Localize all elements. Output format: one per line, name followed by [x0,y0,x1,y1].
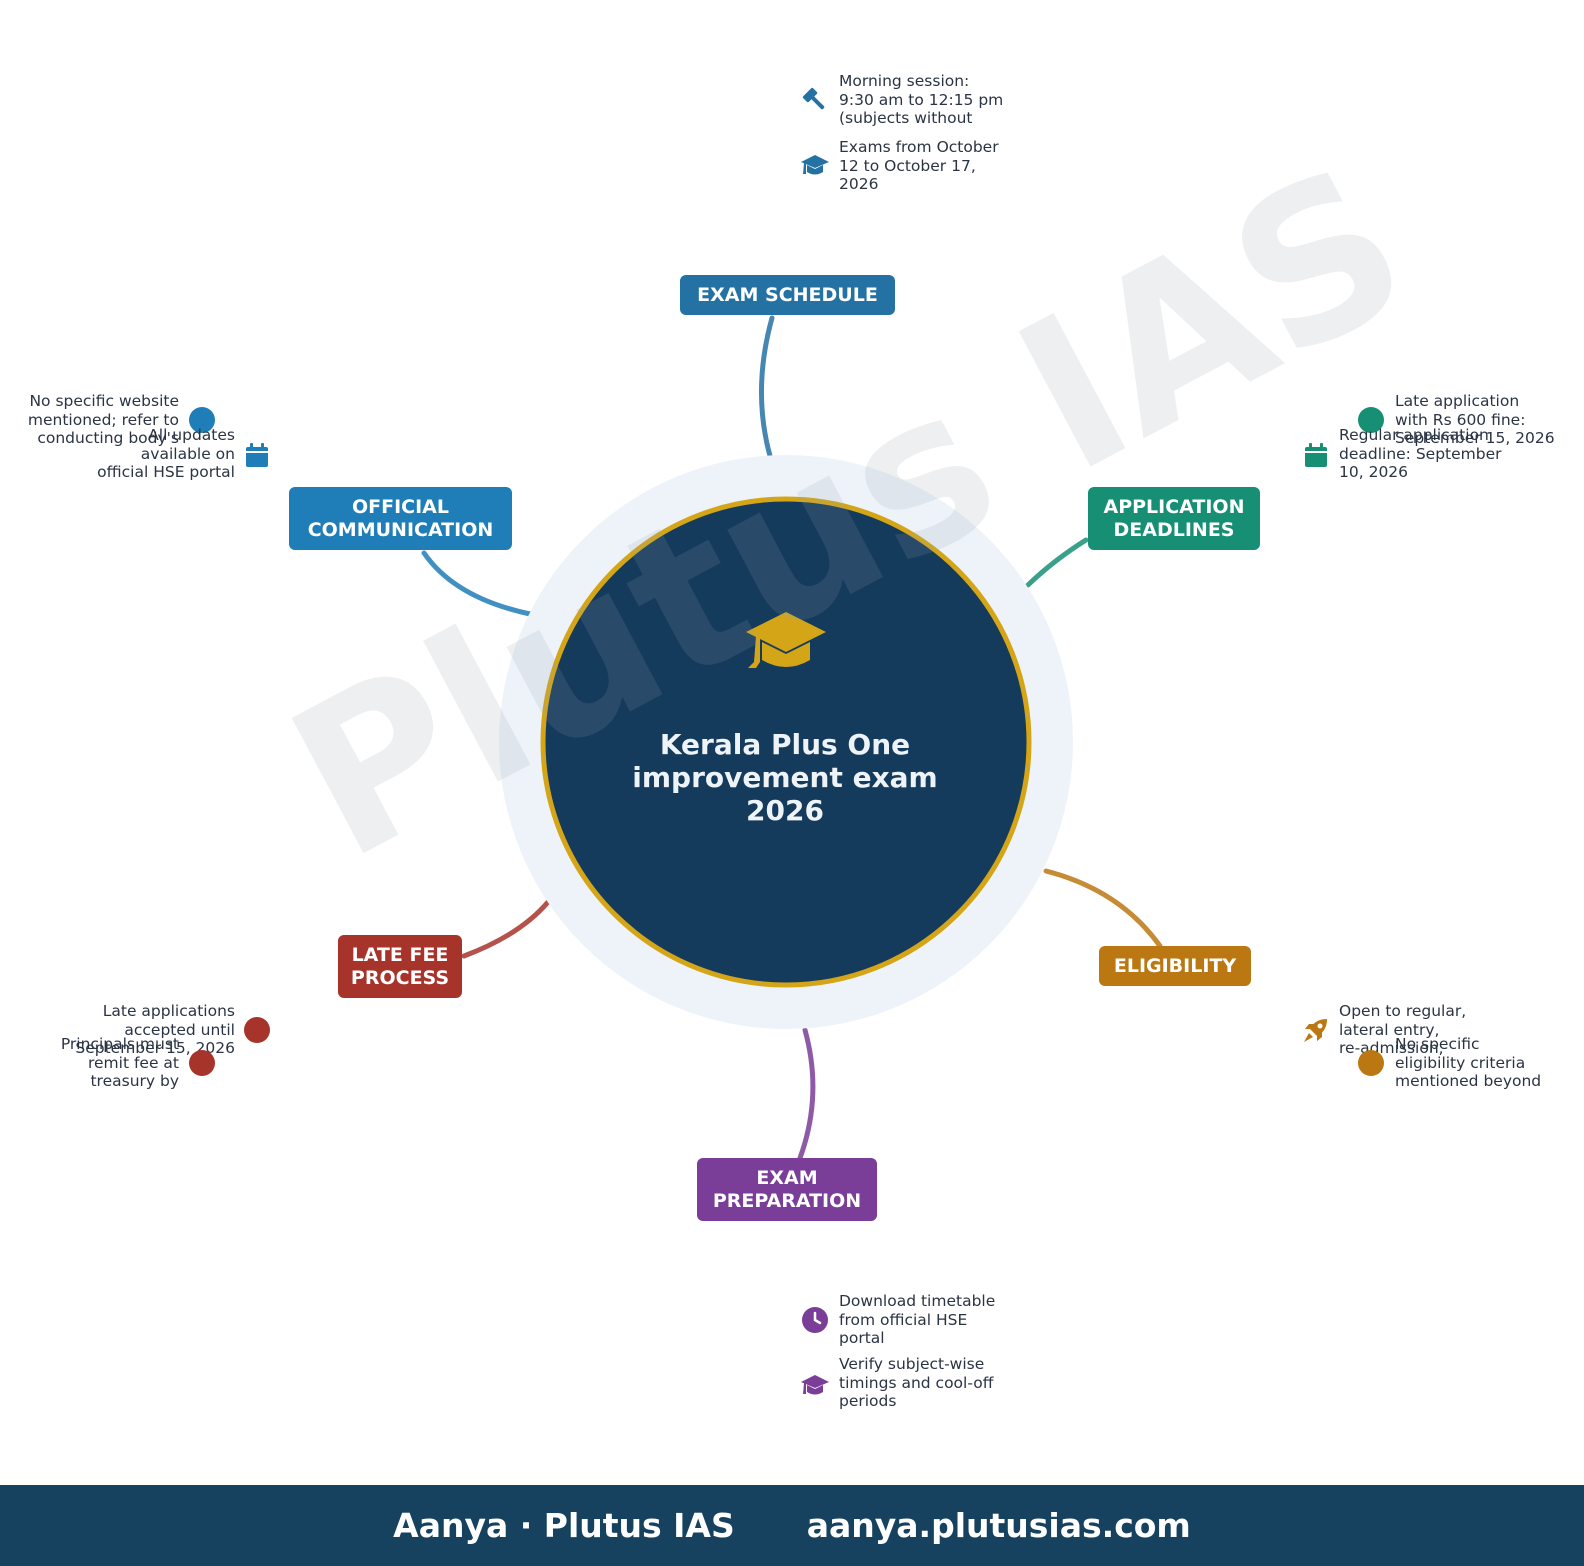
bullet-text-application-deadlines: Late application with Rs 600 fine: Septe… [1395,392,1555,447]
clock-icon [800,1305,830,1335]
footer-url[interactable]: aanya.plutusias.com [806,1506,1191,1545]
footer-bar: Aanya · Plutus IAS aanya.plutusias.com [0,1485,1584,1566]
bullet-text-late-fee-process: Principals must remit fee at treasury by [60,1035,179,1090]
bullet-text-exam-schedule: Morning session: 9:30 am to 12:15 pm (su… [839,72,1004,127]
branch-label-official-communication: OFFICIAL COMMUNICATION [289,487,512,550]
bullet-text-official-communication: No specific website mentioned; refer to … [27,392,179,447]
gavel-icon [800,85,830,115]
graduation-cap-icon [800,150,830,180]
center-circle [540,496,1032,988]
calendar-icon [1301,440,1331,470]
bullet-text-application-deadlines: Regular application deadline: September … [1339,426,1502,481]
connector-exam-preparation [797,1027,816,1161]
dot-icon [1356,405,1386,435]
connector-eligibility [1043,868,1163,949]
connector-lines [421,315,1163,1161]
dot-icon [1356,1048,1386,1078]
bullet-text-exam-preparation: Download timetable from official HSE por… [839,1292,996,1347]
bullet-text-exam-schedule: Exams from October 12 to October 17, 202… [839,138,999,193]
calendar-icon [242,440,272,470]
footer-brand: Aanya · Plutus IAS [393,1506,735,1545]
branch-label-exam-preparation: EXAM PREPARATION [697,1158,877,1221]
center-graduation-cap-icon [746,612,826,668]
dot-icon [242,1015,272,1045]
branch-label-late-fee-process: LATE FEE PROCESS [338,935,462,998]
connector-exam-schedule [759,315,775,459]
connector-late-fee-process [461,899,551,959]
dot-icon [187,1048,217,1078]
connector-application-deadlines [1025,537,1089,588]
bullet-text-eligibility: No specific eligibility criteria mention… [1395,1035,1542,1090]
branch-label-application-deadlines: APPLICATION DEADLINES [1088,487,1260,550]
center-title: Kerala Plus One improvement exam 2026 [632,728,938,827]
connector-official-communication [421,550,533,617]
branch-label-eligibility: ELIGIBILITY [1099,946,1251,986]
rocket-icon [1301,1015,1331,1045]
bullet-text-official-communication: All updates available on official HSE po… [97,426,235,481]
branch-label-exam-schedule: EXAM SCHEDULE [680,275,895,315]
bullet-text-exam-preparation: Verify subject-wise timings and cool-off… [839,1355,994,1410]
dot-icon [187,405,217,435]
graduation-cap-icon [800,1370,830,1400]
